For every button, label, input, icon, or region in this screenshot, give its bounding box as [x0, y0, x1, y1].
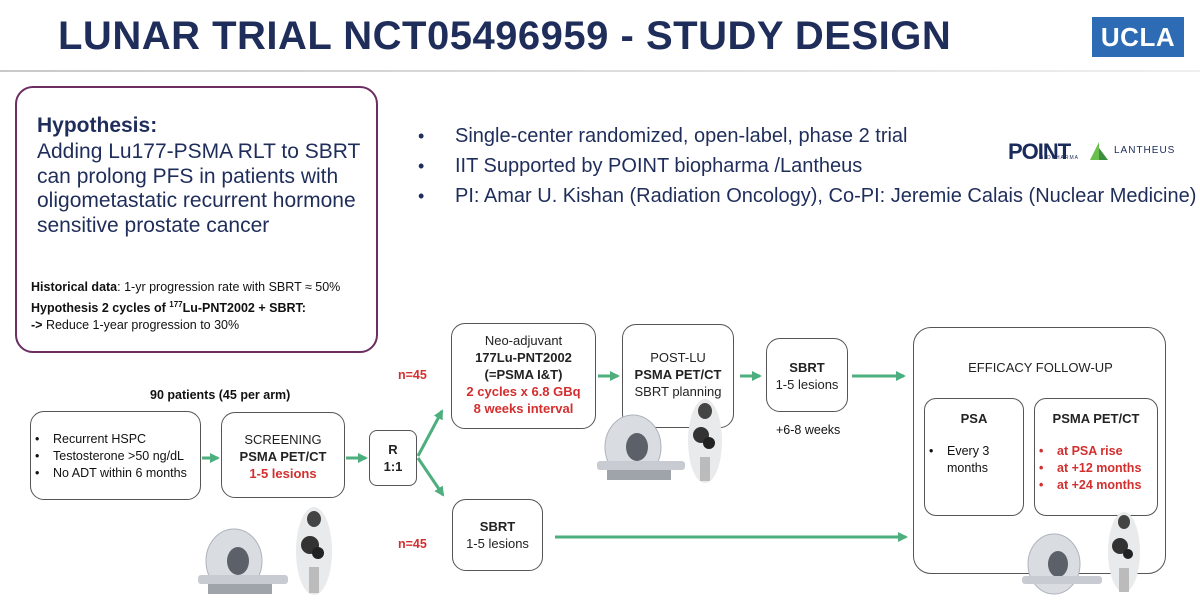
eligibility-item: Recurrent HSPC — [31, 431, 200, 448]
postlu-line1: POST-LU — [650, 350, 706, 365]
lantheus-logo: LANTHEUS — [1114, 145, 1176, 156]
eligibility-item: Testosterone >50 ng/dL — [31, 448, 200, 465]
sbrt-bottom-box: SBRT 1-5 lesions — [452, 499, 543, 571]
screening-scan: PSMA PET/CT — [239, 449, 327, 464]
reduce-text: Reduce 1-year progression to 30% — [42, 318, 240, 333]
eligibility-item: No ADT within 6 months — [31, 465, 200, 482]
reduce-arrow: -> — [31, 318, 43, 333]
trial-bullets: •Single-center randomized, open-label, p… — [418, 121, 1196, 211]
hypothesis-details: Historical data: 1-yr progression rate w… — [31, 279, 371, 334]
sbrt-top-title: SBRT — [789, 360, 825, 375]
screening-lesions: 1-5 lesions — [249, 466, 317, 481]
neoadjuvant-box: Neo-adjuvant 177Lu-PNT2002 (=PSMA I&T) 2… — [451, 323, 596, 429]
hyp2-pre: Hypothesis 2 cycles of — [31, 301, 170, 316]
followup-title: EFFICACY FOLLOW-UP — [968, 360, 1113, 375]
point-logo-sub: BIOPHARMA — [1040, 155, 1080, 161]
screening-box: SCREENING PSMA PET/CT 1-5 lesions — [221, 412, 345, 498]
postlu-line3: SBRT planning — [634, 384, 722, 399]
sbrt-top-box: SBRT 1-5 lesions — [766, 338, 848, 412]
pet-title: PSMA PET/CT — [1052, 411, 1140, 426]
pet-scanner-image — [198, 507, 332, 595]
postlu-box: POST-LU PSMA PET/CT SBRT planning — [622, 324, 734, 428]
page-title: LUNAR TRIAL NCT05496959 - STUDY DESIGN — [58, 14, 952, 58]
pet-item: at +12 months — [1035, 460, 1157, 477]
hypothesis-title: Hypothesis: — [37, 114, 158, 137]
pet-scanner-image — [1022, 512, 1140, 595]
psa-title: PSA — [960, 411, 988, 426]
psa-box: PSA Every 3 months — [924, 398, 1024, 516]
pet-box: PSMA PET/CT at PSA rise at +12 months at… — [1034, 398, 1158, 516]
lantheus-logo-icon — [1090, 142, 1108, 160]
randomization-r: R — [388, 442, 398, 457]
neo-line1: Neo-adjuvant — [484, 333, 563, 348]
randomization-box: R 1:1 — [369, 430, 417, 486]
arrow-r-to-neo — [416, 409, 444, 457]
neo-line3: (=PSMA I&T) — [484, 367, 563, 382]
historical-text: : 1-yr progression rate with SBRT ≈ 50% — [117, 280, 341, 294]
title-divider — [0, 70, 1200, 72]
hyp2-sup: 177 — [169, 300, 183, 309]
neo-line4: 2 cycles x 6.8 GBq — [466, 384, 581, 399]
historical-label: Historical data — [31, 280, 118, 294]
arrow-r-to-sbrt — [416, 457, 445, 497]
bullet-item: •Single-center randomized, open-label, p… — [418, 124, 908, 147]
screening-title: SCREENING — [244, 432, 322, 447]
hyp2-post: Lu-PNT2002 + SBRT: — [182, 301, 306, 316]
bullet-item: •IIT Supported by POINT biopharma /Lanth… — [418, 154, 863, 177]
bullet-item: •PI: Amar U. Kishan (Radiation Oncology)… — [418, 184, 1197, 207]
neo-line2: 177Lu-PNT2002 — [475, 350, 572, 365]
randomization-ratio: 1:1 — [383, 459, 403, 474]
sbrt-top-text: 1-5 lesions — [775, 377, 839, 392]
hypothesis-text: Adding Lu177-PSMA RLT to SBRT can prolon… — [37, 140, 360, 237]
weeks-label: +6-8 weeks — [776, 423, 841, 437]
psa-item: Every 3 months — [925, 443, 1009, 477]
neo-line5: 8 weeks interval — [473, 401, 574, 416]
arm-n-bottom: n=45 — [398, 537, 427, 551]
hypothesis-box: Hypothesis: Adding Lu177-PSMA RLT to SBR… — [15, 86, 378, 353]
sbrt-bottom-title: SBRT — [479, 519, 516, 534]
sbrt-bottom-text: 1-5 lesions — [466, 536, 529, 551]
arm-n-top: n=45 — [398, 368, 427, 382]
postlu-line2: PSMA PET/CT — [634, 367, 722, 382]
patients-label: 90 patients (45 per arm) — [150, 388, 291, 402]
ucla-logo: UCLA — [1092, 17, 1184, 57]
pet-scanner-image — [597, 399, 722, 483]
eligibility-box: Recurrent HSPC Testosterone >50 ng/dL No… — [30, 411, 201, 500]
point-logo: POINT — [1008, 139, 1071, 164]
pet-item: at PSA rise — [1035, 443, 1157, 460]
pet-item: at +24 months — [1035, 477, 1157, 494]
